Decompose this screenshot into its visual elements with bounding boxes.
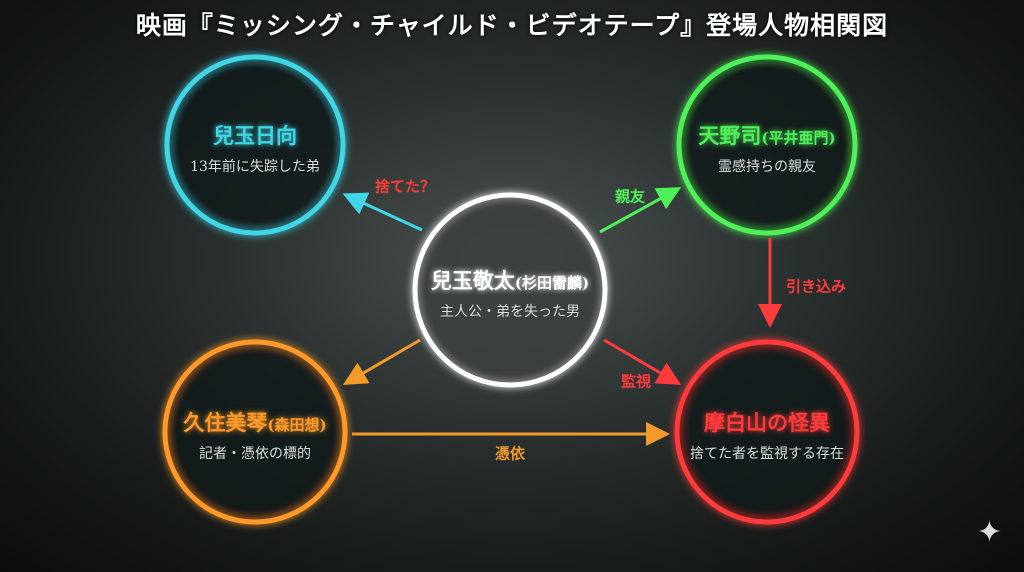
node-amano: 天野司(平井亜門) 霊感持ちの親友 xyxy=(647,120,887,176)
node-circle-amano xyxy=(676,54,858,236)
node-desc: 13年前に失踪した弟 xyxy=(190,159,320,175)
node-actor: (森田想) xyxy=(267,416,327,434)
arrow-keita-hinata xyxy=(342,192,423,232)
node-hinata: 兒玉日向 13年前に失踪した弟 xyxy=(135,120,375,176)
arrow-keita-mahaku xyxy=(603,338,682,386)
node-desc: 霊感持ちの親友 xyxy=(718,159,816,175)
node-name: 久住美琴 xyxy=(183,410,268,435)
page-title: 映画『ミッシング・チャイルド・ビデオテープ』登場人物相関図 xyxy=(135,11,889,40)
node-circle-hinata xyxy=(164,54,346,236)
node-name: 兒玉日向 xyxy=(213,123,297,148)
relation-label-watch: 監視 xyxy=(620,372,652,391)
node-name: 摩白山の怪異 xyxy=(704,410,830,435)
node-desc: 記者・憑依の標的 xyxy=(199,446,311,462)
sparkle-icon: ✦ xyxy=(976,515,1002,550)
relation-label-abandoned: 捨てた？ xyxy=(374,177,436,196)
node-name: 兒玉敬太 xyxy=(430,268,515,293)
node-actor: (杉田雷麟) xyxy=(514,274,590,292)
relation-label-possession: 憑依 xyxy=(494,444,526,463)
node-name: 天野司 xyxy=(698,123,762,148)
relation-label-best-friend: 親友 xyxy=(614,187,646,206)
arrow-keita-amano xyxy=(599,187,682,234)
node-desc: 捨てた者を監視する存在 xyxy=(690,446,844,462)
node-circle-mahaku xyxy=(674,339,860,525)
node-circle-keita xyxy=(412,192,608,388)
node-keita: 兒玉敬太(杉田雷麟) 主人公・弟を失った男 xyxy=(390,265,630,321)
node-mahaku: 摩白山の怪異 捨てた者を監視する存在 xyxy=(647,407,887,463)
relation-label-drawn-in: 引き込み xyxy=(785,277,847,296)
arrow-keita-kuzumi xyxy=(342,338,421,386)
node-kuzumi: 久住美琴(森田想) 記者・憑依の標的 xyxy=(135,407,375,463)
node-actor: (平井亜門) xyxy=(761,129,836,147)
node-desc: 主人公・弟を失った男 xyxy=(440,304,580,320)
node-circle-kuzumi xyxy=(162,339,348,525)
